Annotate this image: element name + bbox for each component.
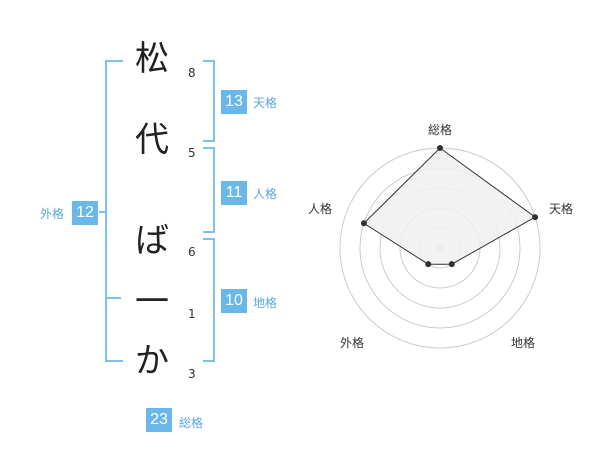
stroke-count-3: 6 [188,245,196,259]
gaikaku-bracket-tick [105,297,121,299]
radar-point-5 [360,220,367,227]
radar-label-tenkaku: 天格 [549,202,574,216]
stroke-count-2: 5 [188,146,196,160]
chikaku-bracket [203,238,215,362]
tenkaku-bracket [203,60,215,142]
radar-point-2 [532,214,539,221]
name-char-3: ば [135,221,169,261]
jinkaku-value: 11 [221,181,247,205]
soukaku-value: 23 [146,408,172,432]
soukaku-label: 総格 [179,416,204,430]
gaikaku-bracket-stub [99,211,105,213]
radar-area [363,147,537,265]
name-char-1: 松 [135,39,169,79]
chikaku-label: 地格 [253,296,278,310]
gaikaku-value: 12 [72,201,98,225]
radar-label-chikaku: 地格 [511,336,536,350]
radar-label-jinkaku: 人格 [308,202,333,216]
radar-label-soukaku: 総格 [428,123,453,137]
tenkaku-value: 13 [221,90,247,114]
chikaku-value: 10 [221,289,247,313]
name-char-2: 代 [135,120,169,160]
gaikaku-bracket [105,60,123,362]
radar-point-3 [448,261,455,268]
stroke-count-1: 8 [188,66,196,80]
jinkaku-bracket [203,147,215,233]
radar-point-1 [437,145,443,151]
name-char-4: 一 [135,282,169,322]
name-char-5: か [135,341,169,381]
jinkaku-label: 人格 [253,187,278,201]
stroke-count-5: 3 [188,367,196,381]
radar-point-4 [425,261,432,268]
radar-label-gaikaku: 外格 [340,336,365,350]
stroke-count-4: 1 [188,307,196,321]
gaikaku-label: 外格 [40,207,65,221]
tenkaku-label: 天格 [253,96,278,110]
